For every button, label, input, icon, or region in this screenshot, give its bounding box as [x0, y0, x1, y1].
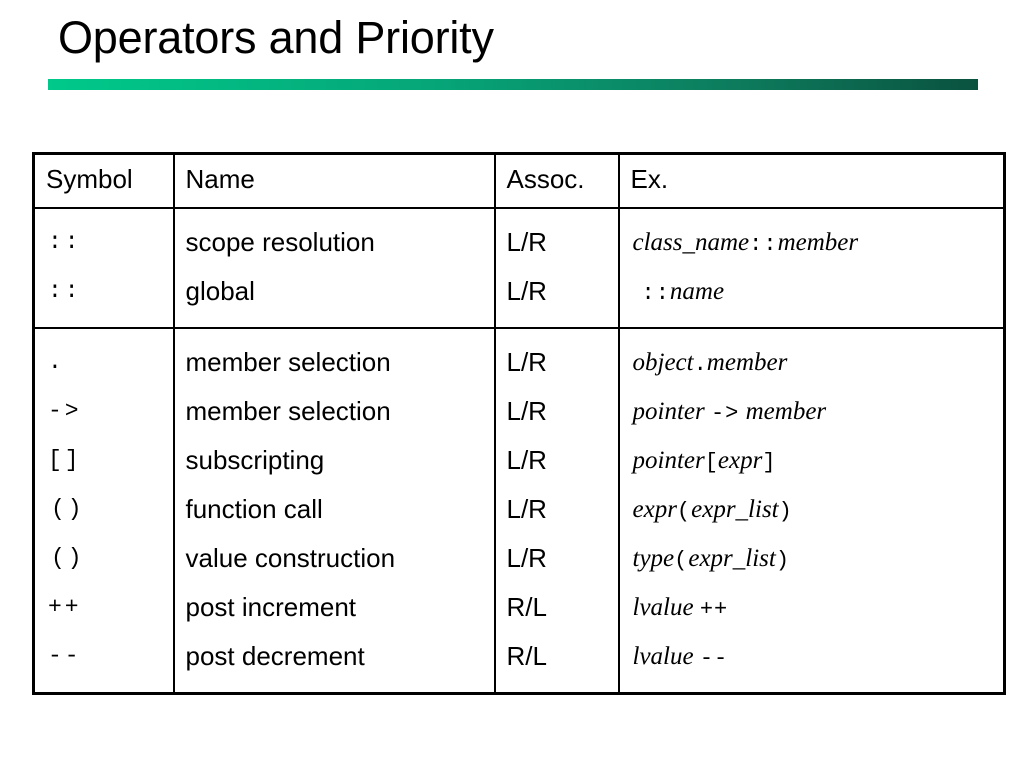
example-identifier: member [706, 348, 788, 376]
symbol-cell-line: . [48, 348, 65, 375]
example-operator: ) [778, 498, 793, 524]
name-cell-line: post decrement [185, 640, 365, 671]
example-operator: :: [749, 231, 778, 257]
assoc-cell-line: L/R [506, 542, 547, 573]
name-list: member selection member selection subscrip… [175, 329, 494, 692]
name-list: scope resolution global [175, 209, 494, 327]
example-identifier: member [777, 228, 859, 256]
group-1-ex-cell: class_name::member::name [617, 206, 1006, 329]
assoc-cell-line: L/R [506, 275, 547, 306]
example-identifier: type [632, 544, 675, 572]
name-cell-line: value construction [185, 542, 396, 573]
assoc-cell-line: L/R [506, 226, 547, 257]
symbol-cell-line: [] [48, 446, 82, 473]
ex-cell-line: ::name [620, 267, 1004, 316]
example-identifier: class_name [632, 228, 750, 256]
group-2-name-cell: member selection member selection subscrip… [172, 326, 496, 695]
example-list: class_name::member::name [620, 209, 1004, 327]
column-header-name: Name [185, 164, 255, 194]
ex-cell-line: pointer -> member [620, 387, 1004, 436]
operators-priority-table: Symbol Name Assoc. Ex. :::: scope resolu… [32, 152, 1006, 695]
example-identifier: name [669, 277, 725, 305]
example-identifier: expr [632, 495, 677, 523]
example-operator: ( [674, 547, 689, 573]
example-operator: :: [641, 280, 670, 306]
example-identifier: expr_list [691, 495, 779, 523]
ex-cell-line: class_name::member [620, 218, 1004, 267]
name-cell-line: global [185, 275, 255, 306]
group-2-assoc-cell: L/R L/R L/R L/R L/R R/L R/L [493, 326, 620, 695]
ex-cell-line: type(expr_list) [620, 534, 1004, 583]
symbol-list: . -> [] () () ++ -- [35, 329, 173, 692]
table-header-row: Symbol Name Assoc. Ex. [32, 152, 1006, 209]
header-cell-ex: Ex. [617, 152, 1006, 209]
name-cell-line: function call [185, 493, 323, 524]
example-operator: -> [710, 400, 740, 426]
symbol-cell-line: :: [48, 277, 82, 304]
example-identifier: object [632, 348, 694, 376]
symbol-cell-line: -- [48, 642, 82, 669]
example-identifier: member [739, 397, 827, 425]
symbol-cell-line: -> [48, 397, 82, 424]
column-header-assoc: Assoc. [506, 164, 585, 194]
column-header-ex: Ex. [630, 164, 669, 194]
name-cell-line: scope resolution [185, 226, 375, 257]
example-operator: ) [775, 547, 791, 573]
example-identifier: expr [717, 446, 763, 474]
example-operator: ++ [699, 596, 729, 622]
column-header-symbol: Symbol [46, 164, 133, 194]
header-cell-symbol: Symbol [32, 152, 175, 209]
example-identifier: lvalue [632, 593, 700, 621]
name-cell-line: subscripting [185, 444, 325, 475]
group-1-symbol-cell: :::: [32, 206, 175, 329]
example-identifier: expr_list [688, 544, 776, 572]
assoc-cell-line: L/R [506, 395, 547, 426]
example-operator: ] [762, 449, 776, 475]
group-1-assoc-cell: L/R L/R [493, 206, 620, 329]
assoc-list: L/R L/R [496, 209, 618, 327]
assoc-cell-line: L/R [506, 493, 547, 524]
symbol-list: :::: [35, 209, 173, 327]
example-identifier: pointer [632, 446, 705, 474]
symbol-cell-line: ++ [48, 593, 82, 620]
assoc-cell-line: L/R [506, 346, 547, 377]
group-2-symbol-cell: . -> [] () () ++ -- [32, 326, 175, 695]
ex-cell-line: lvalue ++ [620, 583, 1004, 632]
example-operator: [ [704, 449, 718, 475]
header-cell-name: Name [172, 152, 496, 209]
assoc-cell-line: R/L [506, 640, 547, 671]
header-cell-assoc: Assoc. [493, 152, 620, 209]
group-1-name-cell: scope resolution global [172, 206, 496, 329]
symbol-cell-line: () [51, 544, 85, 571]
example-identifier: lvalue [632, 642, 700, 670]
example-identifier: pointer [632, 397, 711, 425]
page-title: Operators and Priority [58, 12, 494, 63]
symbol-cell-line: () [51, 495, 85, 522]
example-operator: . [693, 351, 707, 377]
ex-cell-line: pointer[expr] [620, 436, 1004, 485]
title-gradient-rule [48, 79, 978, 90]
example-operator: ( [676, 498, 692, 524]
name-cell-line: post increment [185, 591, 357, 622]
ex-cell-line: lvalue -- [620, 632, 1004, 681]
example-operator: -- [699, 645, 729, 671]
table-body: Symbol Name Assoc. Ex. :::: scope resolu… [32, 152, 1006, 695]
name-cell-line: member selection [185, 346, 391, 377]
assoc-cell-line: L/R [506, 444, 547, 475]
name-cell-line: member selection [185, 395, 391, 426]
assoc-list: L/R L/R L/R L/R L/R R/L R/L [496, 329, 618, 692]
assoc-cell-line: R/L [506, 591, 547, 622]
ex-cell-line: object.member [620, 338, 1004, 387]
ex-cell-line: expr(expr_list) [620, 485, 1004, 534]
symbol-cell-line: :: [48, 228, 82, 255]
